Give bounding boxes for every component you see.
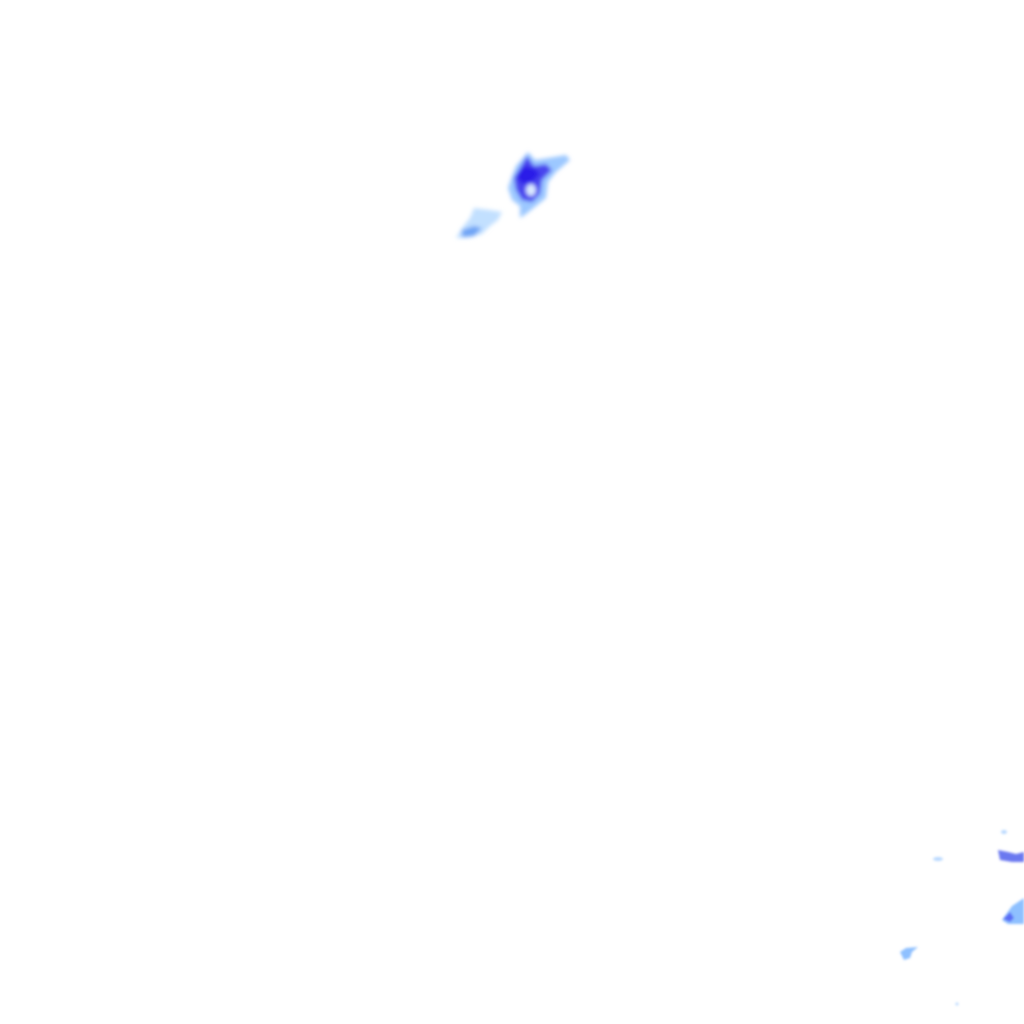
precip-speck [1001,830,1007,834]
precip-cell-north-gap [526,184,536,196]
precip-cell-north [508,152,570,218]
precip-cell-south [900,947,918,960]
precip-speck [933,857,943,861]
precip-cells-southeast [900,830,1024,1006]
precip-speck [955,1002,959,1006]
precip-cell-north-core [516,166,540,184]
precip-cell-east-lower [1002,898,1024,924]
precip-cell-east-band [998,850,1024,862]
precip-cell-northwest [456,208,502,238]
precip-cell-northwest-medium [462,226,482,237]
precip-cell-east-lower-heavy [1003,912,1014,922]
